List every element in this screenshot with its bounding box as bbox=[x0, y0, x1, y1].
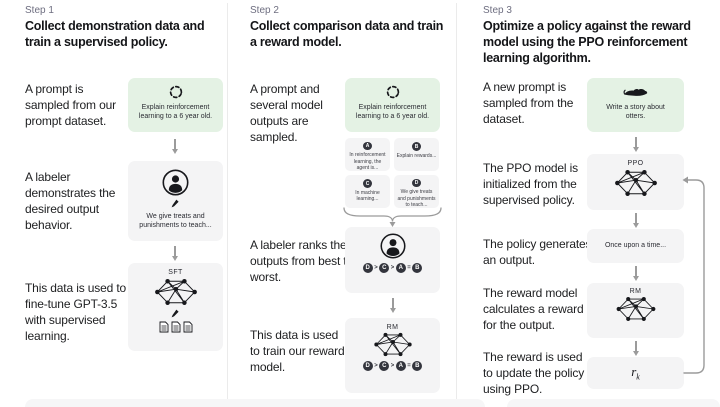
step2-text-prompt: A prompt and several model outputs are s… bbox=[250, 82, 323, 144]
dashed-circle-icon bbox=[169, 85, 182, 99]
neural-network-icon bbox=[373, 332, 412, 357]
rm-tag: RM bbox=[386, 324, 399, 331]
step3-text-update: The reward is used to update the policy … bbox=[483, 350, 585, 396]
output-a-chip: A bbox=[363, 142, 372, 151]
step3-rm-box: RM bbox=[587, 283, 684, 338]
step3-title: Optimize a policy against the reward mod… bbox=[483, 19, 691, 65]
step3-column: Step 3 Optimize a policy against the rew… bbox=[456, 0, 720, 407]
step1-text-finetune: This data is used to fine-tune GPT-3.5 w… bbox=[25, 281, 127, 343]
step1-sft-box: SFT bbox=[128, 263, 223, 351]
step3-text-reward: The reward model calculates a reward for… bbox=[483, 286, 584, 332]
sft-tag: SFT bbox=[168, 269, 183, 276]
feedback-loop-arrow bbox=[682, 176, 705, 374]
output-a-box: A In reinforcement learning, the agent i… bbox=[345, 138, 390, 171]
step1-text-labeler: A labeler demonstrates the desired outpu… bbox=[25, 170, 116, 232]
neural-network-icon bbox=[616, 296, 655, 322]
otter-icon bbox=[623, 88, 647, 96]
curly-brace-icon bbox=[343, 207, 442, 227]
rm-tag: RM bbox=[629, 288, 642, 295]
down-arrow-icon bbox=[170, 246, 180, 261]
step2-rm-box: RM D>C>A=B bbox=[345, 318, 440, 393]
step1-title: Collect demonstration data and train a s… bbox=[25, 19, 205, 49]
step3-label: Step 3 bbox=[483, 5, 512, 16]
step3-output-box: Once upon a time... bbox=[587, 229, 684, 263]
prompt-example-text: Explain reinforcement learning to a 6 ye… bbox=[355, 104, 430, 121]
down-arrow-icon bbox=[388, 298, 398, 313]
model-outputs-grid: A In reinforcement learning, the agent i… bbox=[345, 138, 439, 208]
neural-network-icon bbox=[154, 279, 197, 305]
step2-prompt-box: Explain reinforcement learning to a 6 ye… bbox=[345, 78, 440, 132]
labeler-demo-text: We give treats and punishments to teach.… bbox=[139, 213, 212, 230]
down-arrow-icon bbox=[631, 266, 641, 281]
pencil-icon bbox=[171, 199, 179, 208]
next-section-card-top bbox=[507, 399, 720, 407]
dashed-circle-icon bbox=[386, 85, 399, 99]
step3-ppo-box: PPO bbox=[587, 154, 684, 210]
step3-text-prompt: A new prompt is sampled from the dataset… bbox=[483, 80, 574, 126]
step1-column: Step 1 Collect demonstration data and tr… bbox=[0, 0, 228, 407]
output-c-box: C In machine learning... bbox=[345, 175, 390, 208]
step2-text-train: This data is used to train our reward mo… bbox=[250, 328, 345, 374]
down-arrow-icon bbox=[170, 139, 180, 154]
down-arrow-icon bbox=[631, 341, 641, 356]
step2-labeler-box: D>C>A=B bbox=[345, 227, 440, 293]
output-example-text: Once upon a time... bbox=[604, 242, 667, 250]
ppo-tag: PPO bbox=[627, 160, 644, 167]
step1-label: Step 1 bbox=[25, 5, 54, 16]
step3-prompt-box: Write a story about otters. bbox=[587, 78, 684, 132]
labeler-person-icon bbox=[162, 169, 189, 196]
output-d-chip: D bbox=[412, 179, 421, 188]
ranking-row: D>C>A=B bbox=[362, 361, 423, 371]
reward-formula: rk bbox=[631, 364, 640, 382]
step2-title: Collect comparison data and train a rewa… bbox=[250, 19, 444, 49]
step1-prompt-box: Explain reinforcement learning to a 6 ye… bbox=[128, 78, 223, 132]
step3-reward-value-box: rk bbox=[587, 357, 684, 389]
prompt-example-text: Write a story about otters. bbox=[606, 104, 665, 121]
documents-icon bbox=[159, 321, 193, 333]
column-divider bbox=[227, 3, 228, 407]
ranking-row: D>C>A=B bbox=[362, 263, 423, 273]
step3-text-ppo: The PPO model is initialized from the su… bbox=[483, 161, 578, 207]
output-b-chip: B bbox=[412, 142, 421, 151]
next-section-card-top bbox=[25, 399, 485, 407]
step2-column: Step 2 Collect comparison data and train… bbox=[228, 0, 456, 407]
down-arrow-icon bbox=[631, 137, 641, 152]
neural-network-icon bbox=[614, 170, 657, 196]
down-arrow-icon bbox=[631, 213, 641, 228]
step2-label: Step 2 bbox=[250, 5, 279, 16]
step1-text-prompt: A prompt is sampled from our prompt data… bbox=[25, 82, 116, 128]
prompt-example-text: Explain reinforcement learning to a 6 ye… bbox=[138, 104, 213, 121]
column-divider bbox=[456, 3, 457, 407]
output-b-box: B Explain rewards... bbox=[394, 138, 439, 171]
step2-text-rank: A labeler ranks the outputs from best to… bbox=[250, 238, 354, 284]
step1-labeler-box: We give treats and punishments to teach.… bbox=[128, 161, 223, 241]
labeler-person-icon bbox=[379, 233, 406, 259]
output-d-box: D We give treats and punishments to teac… bbox=[394, 175, 439, 208]
pencil-icon bbox=[171, 309, 179, 318]
output-c-chip: C bbox=[363, 179, 372, 188]
step3-text-output: The policy generates an output. bbox=[483, 237, 592, 267]
